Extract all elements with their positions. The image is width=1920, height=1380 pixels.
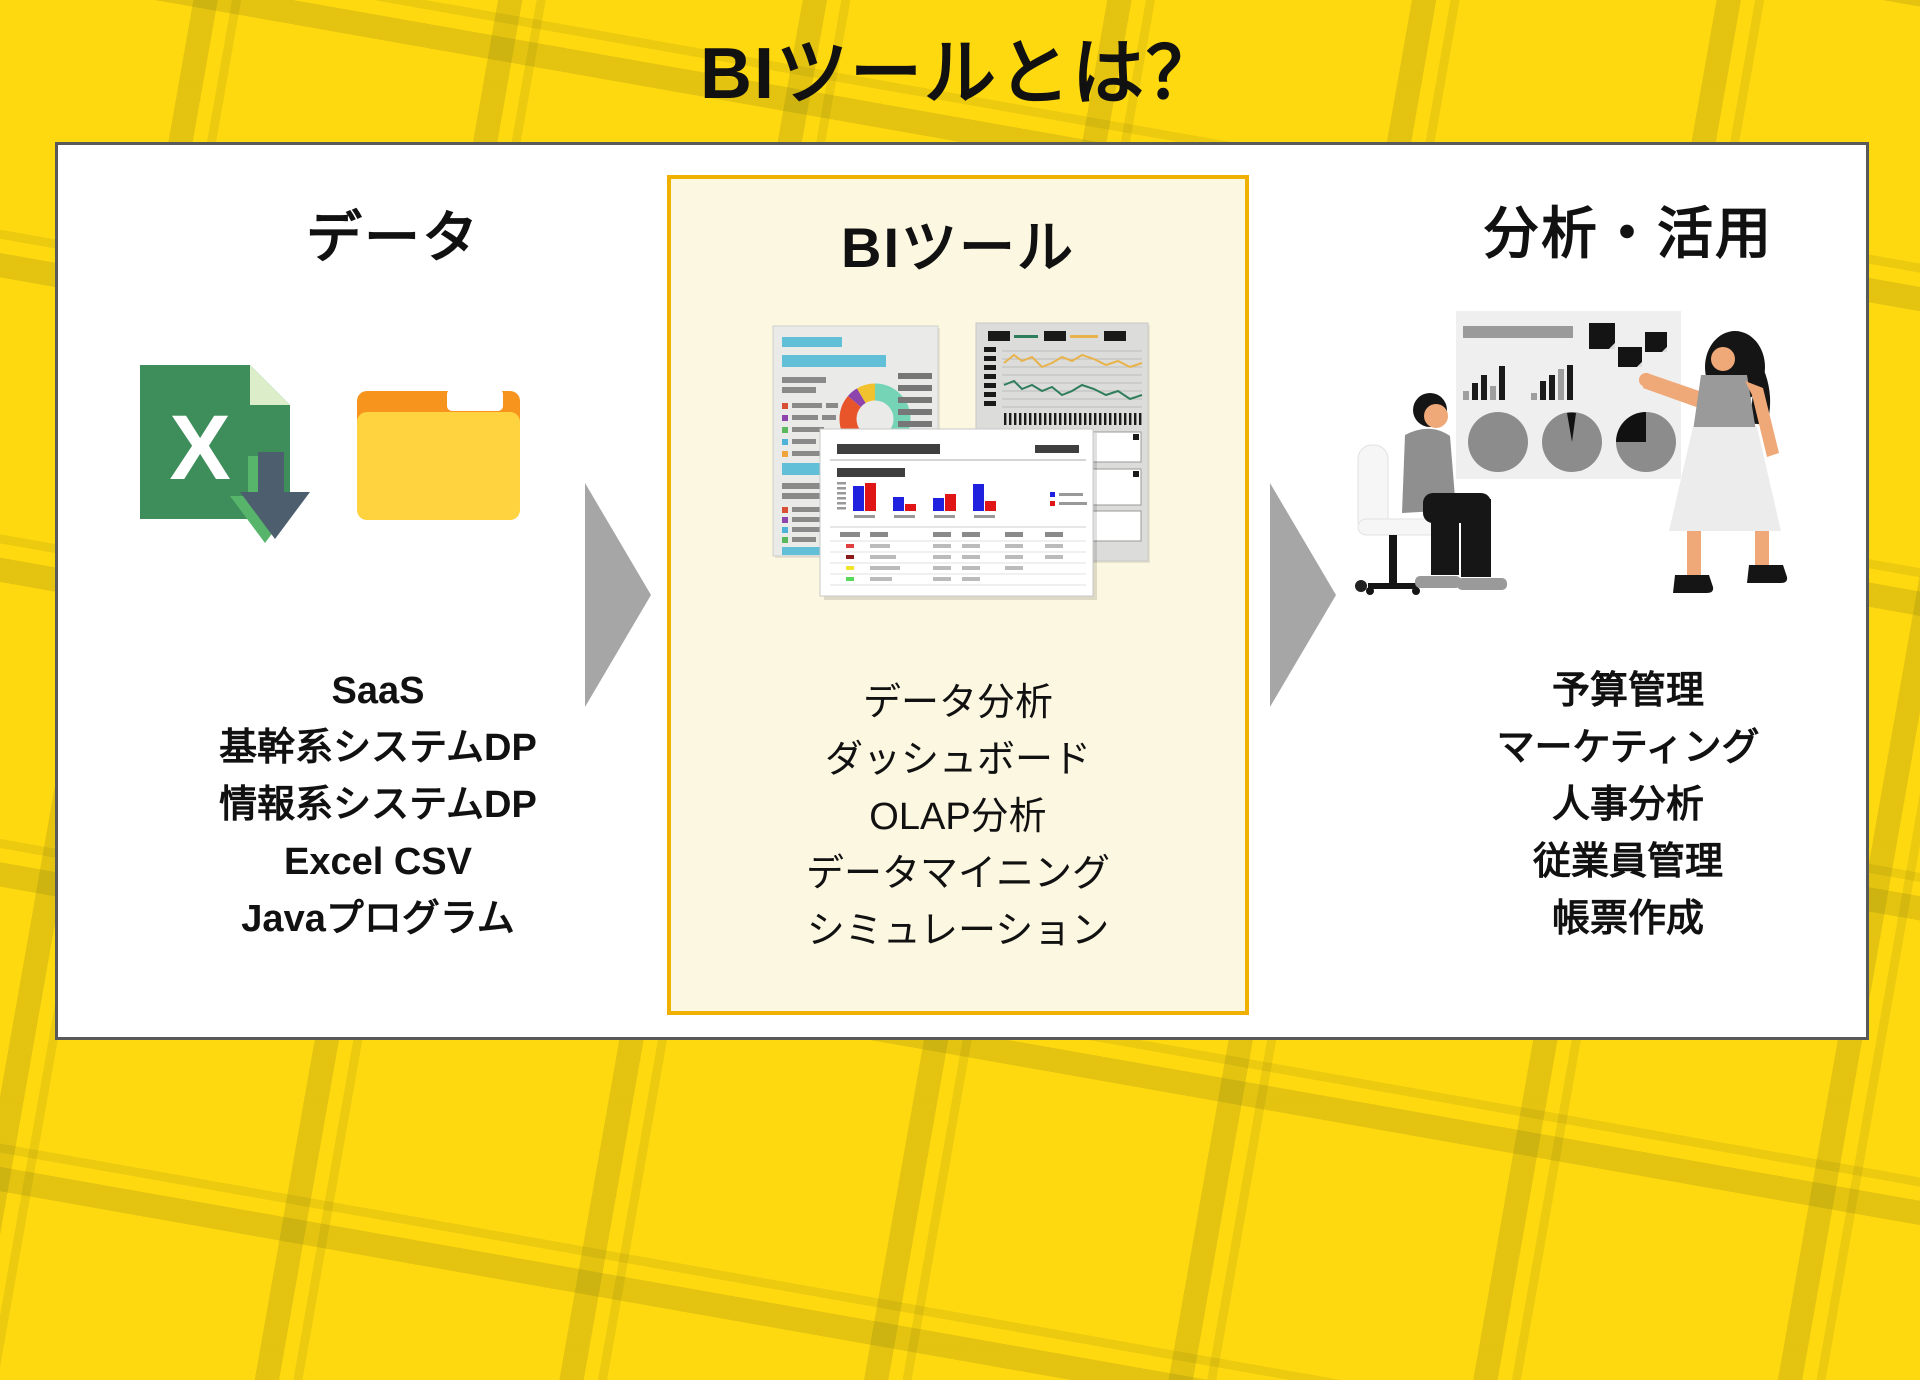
list-item: OLAP分析 (869, 796, 1047, 838)
list-item: 従業員管理 (1532, 841, 1723, 883)
analysis-use-list: 予算管理 マーケティング 人事分析 従業員管理 帳票作成 (1343, 663, 1913, 948)
sticky-notes (1589, 323, 1667, 367)
data-sources-list: SaaS 基幹系システムDP 情報系システムDP Excel CSV Javaプ… (88, 663, 668, 948)
list-item: データ分析 (862, 682, 1053, 724)
list-item: マーケティング (1496, 727, 1760, 769)
list-item: SaaS (331, 670, 425, 712)
board-bar-chart-2 (1531, 365, 1573, 400)
svg-text:X: X (169, 397, 230, 499)
flow-arrow-icon (1270, 483, 1336, 707)
list-item: データマイニング (805, 853, 1110, 895)
seated-man (1355, 393, 1507, 595)
column-analysis-title: 分析・活用 (1483, 202, 1773, 265)
folder-icon (357, 389, 520, 520)
list-item: 帳票作成 (1551, 898, 1704, 940)
list-item: 予算管理 (1551, 670, 1704, 712)
list-item: Excel CSV (284, 841, 472, 883)
bi-dashboard-reports-illustration (772, 322, 1150, 600)
content-panel: データ X SaaS 基幹系システムDP 情報系システムDP Excel CSV… (55, 142, 1869, 1040)
list-item: シミュレーション (806, 910, 1110, 952)
people-presenting-charts-illustration (1355, 311, 1788, 595)
list-item: 情報系システムDP (219, 784, 537, 826)
board-bar-chart-1 (1463, 366, 1505, 400)
page-title: BIツールとは？ (699, 34, 1220, 114)
report-card-bars (819, 428, 1097, 600)
column-data-title: データ (306, 206, 480, 269)
list-item: Javaプログラム (241, 898, 515, 940)
bi-tool-feature-list: データ分析 ダッシュボード OLAP分析 データマイニング シミュレーション (671, 675, 1245, 960)
list-item: ダッシュボード (824, 739, 1091, 781)
list-item: 人事分析 (1551, 784, 1704, 826)
excel-download-icon: X (140, 365, 310, 543)
standing-woman (1639, 331, 1788, 593)
list-item: 基幹系システムDP (219, 727, 537, 769)
board-pie-charts (1468, 412, 1676, 472)
column-bi-tool: BIツール (667, 175, 1249, 1015)
column-bi-title: BIツール (841, 216, 1075, 279)
